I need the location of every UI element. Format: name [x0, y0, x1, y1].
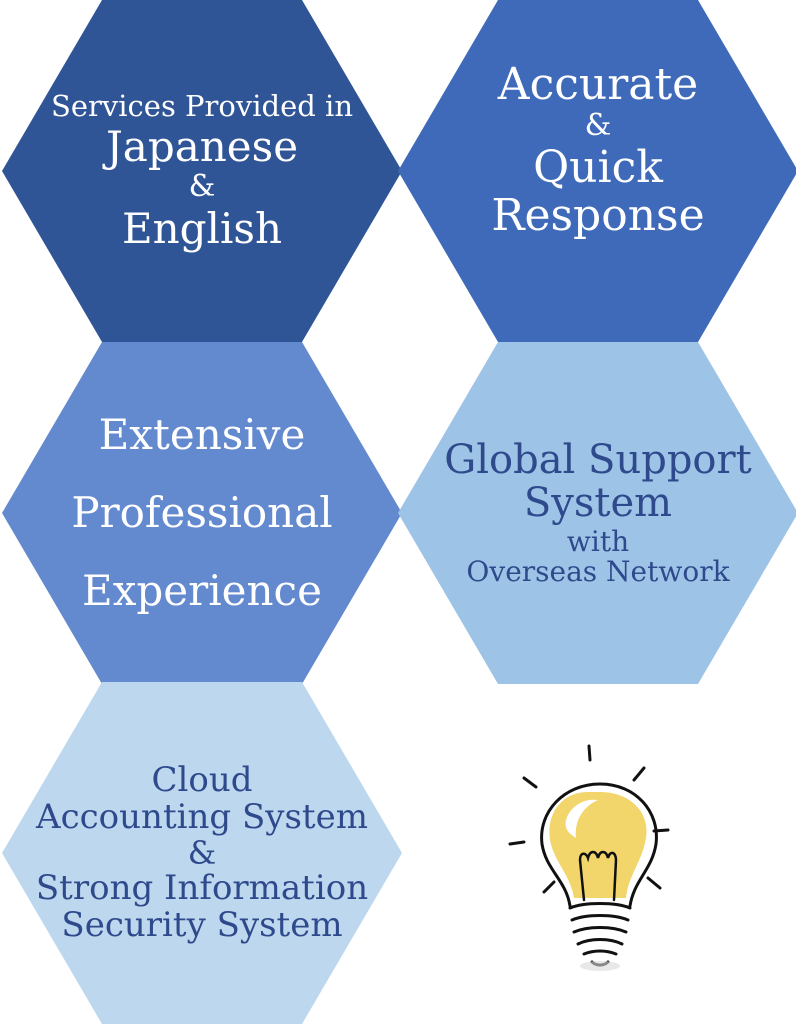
feature-hexagon-bilingual-services: Services Provided in Japanese & English: [2, 0, 402, 342]
hexagon-text-line: &: [187, 833, 217, 872]
light-rays: [508, 744, 670, 894]
hexagon-text-line: English: [121, 203, 283, 253]
hexagon-text-line: Strong Information: [35, 868, 369, 909]
bulb-base: [568, 902, 632, 967]
bulb-glow: [549, 792, 647, 898]
hexagon-text-line: &: [584, 108, 612, 144]
hexagon-text-line: Japanese: [105, 122, 299, 172]
feature-hexagon-cloud-security: Cloud Accounting System & Strong Informa…: [2, 682, 402, 1024]
feature-hexagon-global-support: Global Support System with Overseas Netw…: [398, 342, 796, 684]
hexagon-text-line: Services Provided in: [50, 88, 353, 123]
hexagon-text-line: Cloud: [151, 760, 253, 801]
hexagon-text-line: Overseas Network: [466, 555, 730, 589]
lightbulb-icon: [508, 744, 670, 971]
hexagon-text-line: Accounting System: [36, 797, 368, 837]
bulb-highlight: [565, 799, 598, 838]
hexagon-text-line: Global Support: [444, 436, 752, 483]
hexagon-text-line: with: [566, 524, 630, 558]
feature-hexagon-accurate-quick-response: Accurate & Quick Response: [398, 0, 796, 342]
hexagon-text-line: Professional: [71, 488, 333, 538]
hexagon-text-line: Quick: [533, 142, 663, 194]
hexagon-text-line: Extensive: [98, 410, 306, 460]
hexagon-text-line: Experience: [82, 565, 322, 615]
hexagon-text-line: System: [523, 479, 673, 526]
hexagon-text-line: Response: [491, 189, 705, 241]
feature-hexagon-professional-experience: Extensive Professional Experience: [2, 342, 402, 684]
bulb-shadow: [580, 961, 620, 971]
bulb-outline: [540, 782, 658, 908]
hexagon-text-line: Security System: [61, 904, 343, 945]
hexagon-text-line: &: [188, 169, 216, 205]
bulb-filament: [578, 850, 618, 902]
hexagon-text-line: Accurate: [497, 58, 699, 110]
